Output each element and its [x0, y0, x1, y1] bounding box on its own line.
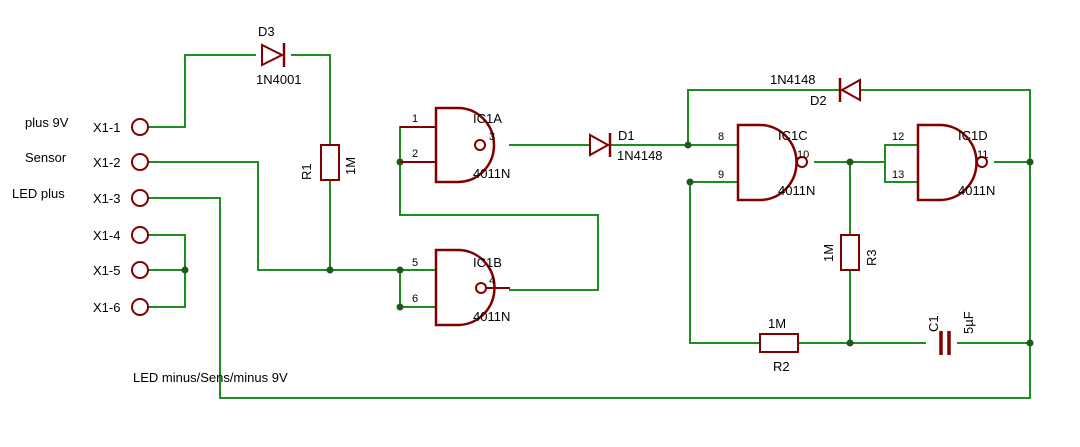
connector-pins	[131, 118, 149, 316]
gate-in1-pin: 12	[892, 131, 904, 143]
wires	[147, 54, 1031, 399]
signal-label-plus9v: plus 9V	[25, 115, 69, 130]
gate-body	[434, 106, 496, 184]
connector-pin	[131, 118, 149, 136]
diode-d3-name: D3	[258, 24, 275, 39]
gate-bubble	[976, 156, 988, 168]
gate-body	[736, 123, 798, 202]
resistor-r2: 1M R2	[759, 316, 799, 374]
junction	[326, 266, 334, 274]
junction	[396, 266, 404, 274]
junction	[846, 339, 854, 347]
gate-in1-pin: 1	[412, 113, 418, 125]
junction	[1026, 158, 1034, 166]
gate-in2-pin: 9	[718, 169, 724, 181]
pin-label-x1-1: X1-1	[93, 120, 120, 135]
gate-in1-pin: 8	[718, 131, 724, 143]
wire-ic1c-in2	[689, 181, 761, 344]
gate-bubble	[475, 282, 487, 294]
gate-name: IC1D	[958, 128, 988, 143]
diode-d3: D3 1N4001	[256, 24, 302, 87]
resistor-r2-value: 1M	[768, 316, 786, 331]
gate-name: IC1C	[778, 128, 808, 143]
gate-in2-pin: 13	[892, 169, 904, 181]
pin-label-x1-3: X1-3	[93, 191, 120, 206]
gate-part: 4011N	[778, 183, 815, 198]
resistor-r3-body	[840, 234, 860, 271]
gate-bubble	[474, 139, 486, 151]
gate-body	[916, 123, 978, 202]
nand-gate-ic1a: 1 2 3 IC1A 4011N	[400, 106, 510, 184]
resistor-r2-name: R2	[773, 359, 790, 374]
connector-pin	[131, 298, 149, 316]
junction	[686, 178, 694, 186]
nand-gate-ic1b: 5 6 4 IC1B 4011N	[412, 248, 510, 327]
pin-label-x1-5: X1-5	[93, 263, 120, 278]
gate-out-pin: 10	[797, 149, 809, 161]
nand-gate-ic1c: 8 9 10 IC1C 4011N	[718, 123, 815, 202]
wire-ground	[147, 89, 1031, 399]
resistor-r2-body	[759, 333, 799, 353]
diode-d3-value: 1N4001	[256, 72, 302, 87]
signal-label-sensor: Sensor	[25, 150, 67, 165]
diode-d1-name: D1	[618, 128, 635, 143]
wire-plus9v	[147, 54, 256, 128]
pin-label-x1-4: X1-4	[93, 228, 120, 243]
resistor-r1-name: R1	[299, 163, 314, 180]
diode-d1-value: 1N4148	[617, 148, 663, 163]
diode-d3-body	[261, 43, 285, 67]
resistor-r1-value: 1M	[343, 157, 358, 175]
junction	[1026, 339, 1034, 347]
pin-label-x1-6: X1-6	[93, 300, 120, 315]
gate-part: 4011N	[958, 183, 995, 198]
gate-name: IC1B	[473, 255, 502, 270]
gate-bubble	[796, 156, 808, 168]
diode-d2-name: D2	[810, 93, 827, 108]
diode-d1-body	[589, 133, 611, 157]
resistor-r1: R1 1M	[299, 144, 358, 181]
resistor-r3-value: 1M	[821, 244, 836, 262]
junctions	[181, 141, 1034, 347]
junction	[396, 303, 404, 311]
diode-d2-value: 1N4148	[770, 72, 816, 87]
junction	[181, 266, 189, 274]
wire-d3-to-r1	[291, 54, 331, 146]
gate-in2-pin: 2	[412, 148, 418, 160]
diode-d1: D1 1N4148	[589, 128, 663, 163]
ground-label: LED minus/Sens/minus 9V	[133, 370, 288, 385]
connector-pin	[131, 226, 149, 244]
connector-pin	[131, 261, 149, 279]
gate-name: IC1A	[473, 111, 502, 126]
nand-gate-ic1d: 12 13 11 IC1D 4011N	[892, 123, 995, 202]
connector-pin	[131, 153, 149, 171]
signal-label-led-plus: LED plus	[12, 186, 65, 201]
capacitor-c1-name: C1	[926, 315, 941, 332]
gate-out-pin: 11	[977, 149, 988, 161]
gate-body	[434, 248, 496, 327]
junction	[846, 158, 854, 166]
gate-part: 4011N	[473, 309, 510, 324]
gate-out-pin: 4	[489, 275, 495, 287]
gate-out-pin: 3	[489, 131, 495, 143]
capacitor-c1-value: 5µF	[961, 311, 976, 334]
resistor-r1-body	[320, 144, 340, 181]
diode-d2-body	[839, 78, 861, 102]
connector-x1: X1-1 X1-2 X1-3 X1-4 X1-5 X1-6 plus 9V Se…	[12, 115, 288, 385]
wire-ic1a-in	[399, 126, 599, 291]
gate-in2-pin: 6	[412, 293, 418, 305]
capacitor-c1: C1 5µF	[926, 311, 976, 355]
resistor-r3-name: R3	[864, 249, 879, 266]
resistor-r3: 1M R3	[821, 234, 879, 271]
connector-pin	[131, 189, 149, 207]
gate-in1-pin: 5	[412, 257, 418, 269]
wire-d2-path	[687, 89, 839, 146]
gate-part: 4011N	[473, 166, 510, 181]
pin-label-x1-2: X1-2	[93, 155, 120, 170]
junction	[684, 141, 692, 149]
diode-d2: 1N4148 D2	[770, 72, 861, 108]
